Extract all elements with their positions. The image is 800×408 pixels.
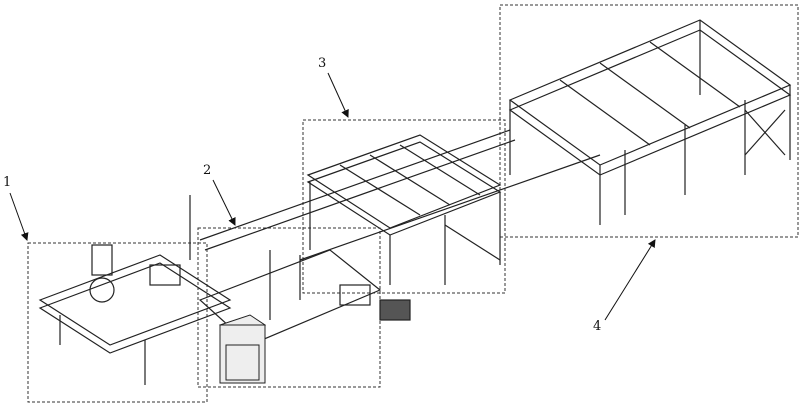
leader-arrow-4 bbox=[604, 239, 656, 321]
leader-arrow-1 bbox=[9, 192, 29, 241]
conveyor-frame-3 bbox=[306, 134, 502, 285]
label-2: 2 bbox=[203, 163, 212, 178]
label-1: 1 bbox=[3, 175, 12, 190]
section-box-3 bbox=[302, 119, 506, 294]
conveyor-frame-4 bbox=[508, 19, 792, 225]
section-box-1 bbox=[27, 242, 208, 403]
leader-arrow-2 bbox=[212, 179, 236, 226]
label-3: 3 bbox=[318, 56, 327, 71]
conveyor-rails bbox=[199, 129, 601, 261]
leader-arrow-3 bbox=[327, 72, 349, 118]
drive-unit-1-2 bbox=[38, 195, 411, 385]
label-4: 4 bbox=[593, 319, 602, 334]
control-cabinet bbox=[218, 314, 267, 384]
section-box-4 bbox=[499, 4, 799, 238]
